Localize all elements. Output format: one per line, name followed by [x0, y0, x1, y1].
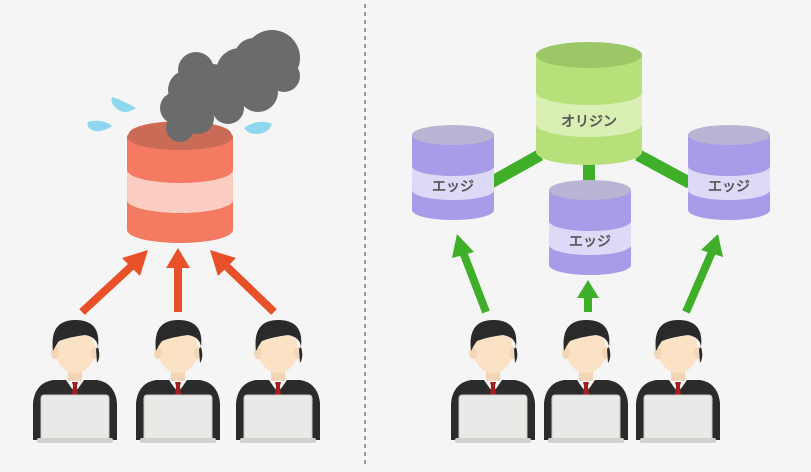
edge-database-icon: エッジ: [688, 125, 770, 220]
arrow-head-icon: [701, 234, 723, 257]
user-at-laptop-icon: [543, 319, 629, 444]
edge-database-icon: エッジ: [549, 180, 631, 275]
edge-label-center: エッジ: [569, 234, 611, 250]
user-at-laptop-icon: [32, 319, 118, 444]
sweat-drop-icon: [87, 97, 272, 134]
user-at-laptop-icon: [635, 319, 721, 444]
arrow-head-icon: [166, 248, 190, 268]
user-at-laptop-icon: [235, 319, 321, 444]
arrow-head-icon: [452, 234, 474, 258]
user-at-laptop-icon: [135, 319, 221, 444]
arrow-icon: [219, 259, 277, 315]
right-panel: オリジン エッジ エッジ エッジ: [412, 42, 770, 444]
arrow-icon: [682, 250, 716, 314]
left-panel: [32, 30, 321, 444]
edge-arrows: [452, 234, 723, 314]
link-origin-edge-left: [487, 149, 543, 189]
arrow-head-icon: [210, 250, 236, 276]
link-origin-edge-right: [635, 149, 693, 189]
arrow-head-icon: [577, 280, 599, 298]
arrow-icon: [459, 250, 490, 314]
user-at-laptop-icon: [450, 319, 536, 444]
edge-database-icon: エッジ: [412, 125, 494, 220]
edge-label-left: エッジ: [432, 179, 474, 195]
arrow-head-icon: [122, 250, 148, 276]
overload-arrows: [79, 248, 277, 315]
edge-label-right: エッジ: [708, 179, 750, 195]
origin-database-icon: オリジン: [536, 42, 642, 165]
origin-label: オリジン: [561, 114, 617, 130]
arrow-icon: [79, 259, 139, 315]
smoke-cloud-icon: [160, 30, 300, 142]
